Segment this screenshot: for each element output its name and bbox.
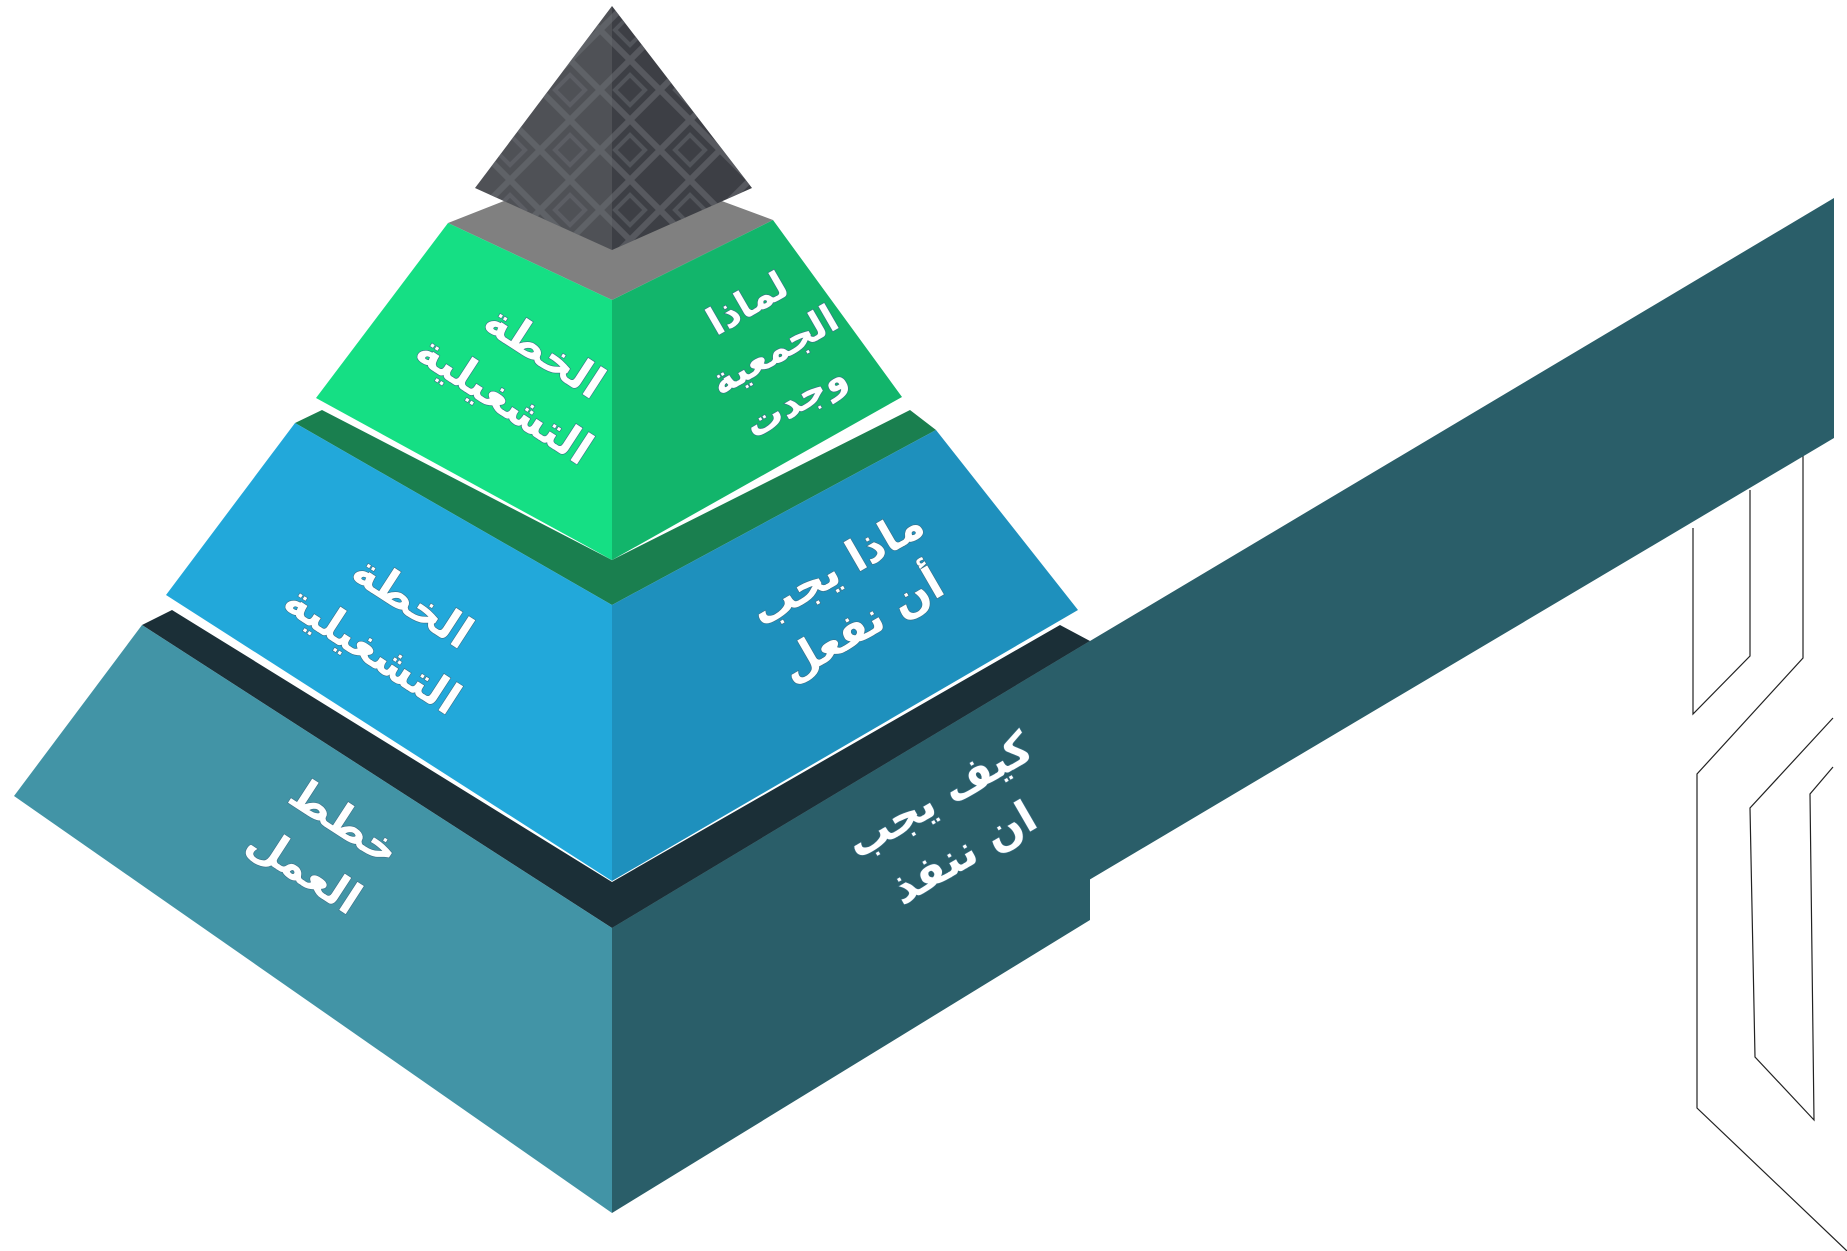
level-1-right-face	[612, 220, 902, 560]
level-3-right-face	[612, 641, 1090, 1213]
outline-line-upper	[1692, 490, 1751, 716]
apex-pattern-left	[475, 6, 612, 250]
level-1-left-face	[316, 223, 612, 560]
level-2-left-face	[166, 423, 612, 881]
outline-line-inner	[1696, 455, 1847, 1251]
outline-line-lower	[1749, 717, 1834, 1122]
pyramid-level-1: الخطة التشغيلية لماذا الجمعية وجدت	[316, 190, 902, 560]
pyramid-level-3: خطط العمل كيف يجب ان ننفذ	[14, 610, 1090, 1213]
pyramid-apex	[475, 6, 752, 250]
level-3-left-face	[14, 625, 612, 1213]
pyramid-level-2: الخطة التشغيلية ماذا يجب أن نفعل	[166, 410, 1078, 881]
level-2-right-face	[612, 430, 1078, 881]
level-2-ledge	[295, 410, 936, 605]
apex-pattern-right	[612, 6, 752, 250]
decorative-outline-lines	[1692, 455, 1847, 1251]
